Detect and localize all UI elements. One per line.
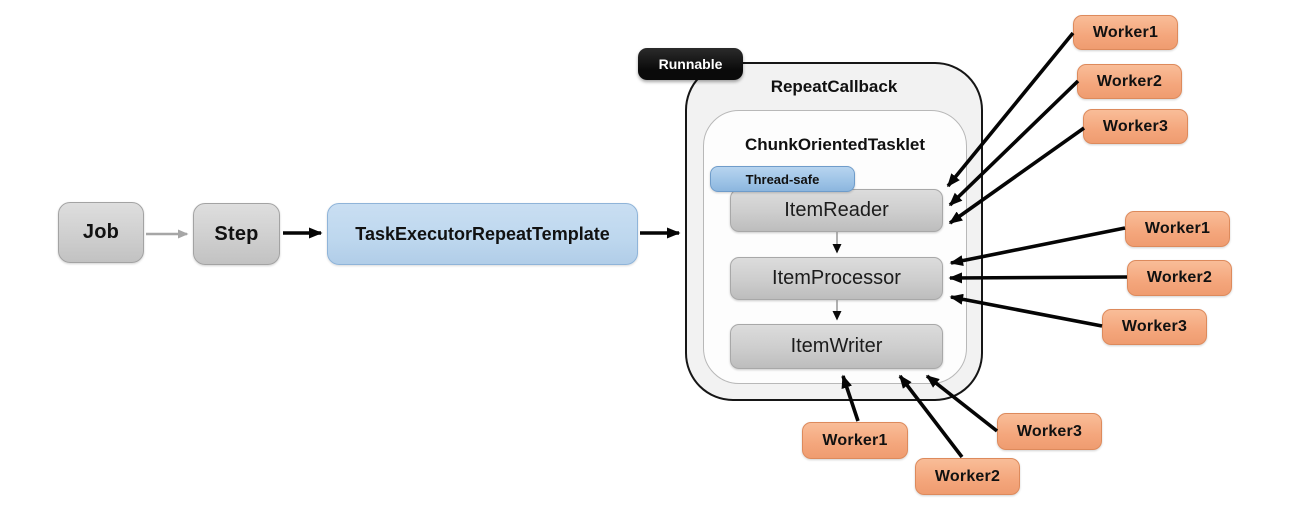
worker-box-reader-1: Worker1 — [1073, 15, 1178, 50]
step-box: Step — [193, 203, 280, 265]
worker-box-writer-1: Worker1 — [802, 422, 908, 459]
chunk-oriented-tasklet-title: ChunkOrientedTasklet — [744, 135, 926, 154]
worker-box-processor-3: Worker3 — [1102, 309, 1207, 345]
worker-box-reader-2: Worker2 — [1077, 64, 1182, 99]
thread-safe-badge: Thread-safe — [710, 166, 855, 192]
worker-box-writer-3: Worker3 — [997, 413, 1102, 450]
worker-box-processor-1: Worker1 — [1125, 211, 1230, 247]
worker-box-processor-2: Worker2 — [1127, 260, 1232, 296]
item-writer-box: ItemWriter — [730, 324, 943, 369]
repeat-callback-title: RepeatCallback — [770, 77, 898, 96]
worker-box-reader-3: Worker3 — [1083, 109, 1188, 144]
runnable-badge: Runnable — [638, 48, 743, 80]
job-box: Job — [58, 202, 144, 263]
item-processor-box: ItemProcessor — [730, 257, 943, 300]
item-reader-box: ItemReader — [730, 189, 943, 232]
task-executor-repeat-template-box: TaskExecutorRepeatTemplate — [327, 203, 638, 265]
worker-box-writer-2: Worker2 — [915, 458, 1020, 495]
